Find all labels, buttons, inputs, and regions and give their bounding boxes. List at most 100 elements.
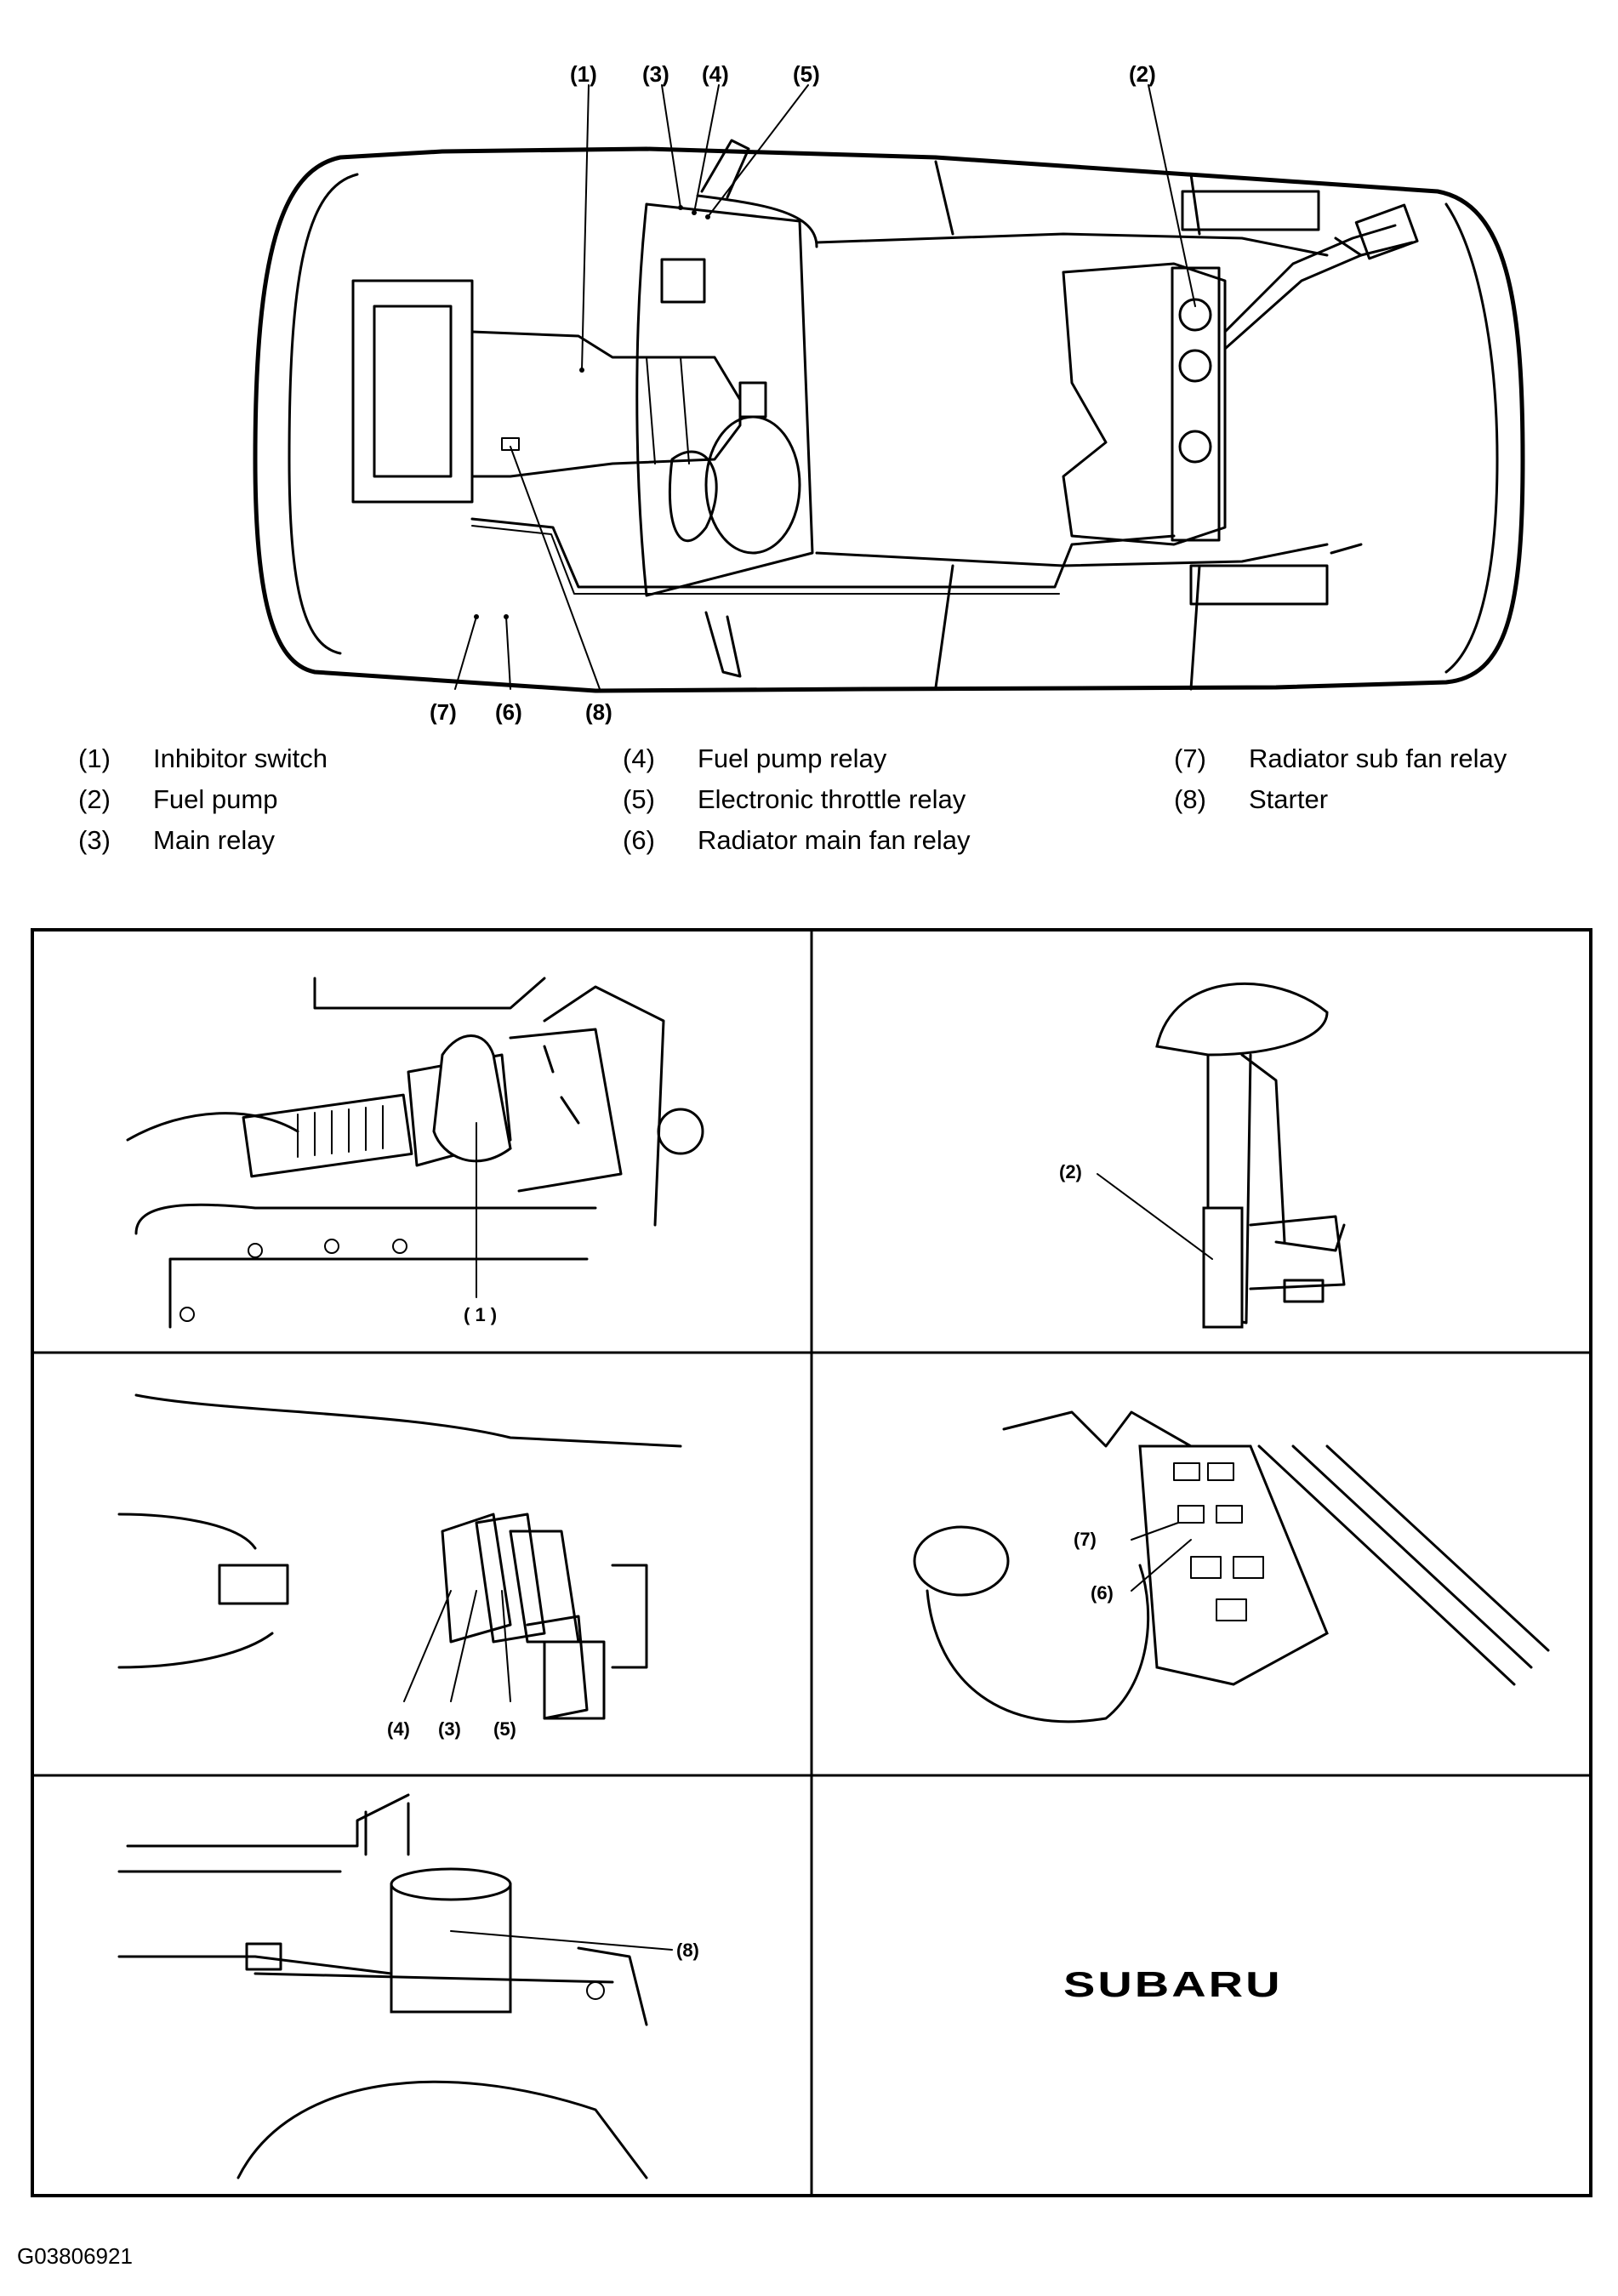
relay-slot-d [1216, 1505, 1243, 1524]
callout-inhibitor: ( 1 ) [464, 1304, 497, 1325]
legend-row: (8) Starter [1174, 779, 1507, 820]
legend-number: (3) [78, 825, 111, 855]
p1-case [509, 1028, 623, 1193]
relay-slot-f [1233, 1556, 1264, 1579]
roof-line-lower [815, 543, 1329, 567]
relay-slot-a [1173, 1462, 1200, 1481]
filler-pipe-2 [1223, 241, 1414, 350]
b-pillar-upper [1189, 173, 1201, 236]
overview-leaders [454, 84, 1196, 690]
leader-5 [707, 84, 809, 218]
legend-label: Fuel pump relay [698, 743, 887, 773]
p3-bottom-curve [117, 1632, 274, 1669]
detail-grid [31, 928, 1592, 2197]
p1-gear [657, 1108, 704, 1155]
relay-slot-b [1207, 1462, 1234, 1481]
leader-starter [450, 1930, 673, 1951]
legend-number: (8) [1174, 784, 1206, 814]
overview-callout-2: (2) [1129, 61, 1156, 87]
subaru-logo: SUBARU [1063, 1963, 1283, 2004]
callout-fan-7: (7) [1074, 1529, 1097, 1550]
overview-callout-3: (3) [642, 61, 669, 87]
inhibitor-switch-body [432, 1034, 512, 1163]
dash-component [660, 258, 706, 304]
p3-box [543, 1640, 606, 1720]
legend-column-2: (4) Fuel pump relay (5) Electronic throttl… [623, 738, 971, 861]
overview-callout-6: (6) [495, 699, 522, 725]
p5-frame-top [126, 1793, 410, 1848]
callout-starter: (8) [676, 1940, 699, 1961]
leader-fuel-pump [1097, 1173, 1213, 1260]
roof-line-upper [815, 232, 1329, 257]
leader-fan-7 [1131, 1522, 1179, 1541]
overview-callout-1: (1) [570, 61, 597, 87]
p3-connector [526, 1615, 589, 1720]
legend-row: (6)Radiator main fan relay [623, 820, 971, 861]
rear-window-frame [1330, 236, 1363, 555]
steering-wheel [704, 415, 801, 555]
leader-1 [581, 84, 590, 371]
legend-number: (1) [78, 743, 111, 773]
leader-relay-5 [501, 1590, 511, 1702]
leader-relay-3 [450, 1590, 477, 1702]
legend-label: Electronic throttle relay [698, 784, 966, 814]
p1-body-top [313, 977, 546, 1010]
overview-callouts: (1) (3) (4) (5) (2) (7) (6) (8) [430, 61, 1156, 725]
rear-window-lower [1189, 564, 1329, 606]
overview-callout-7: (7) [430, 699, 457, 725]
p1-cable-ribs [297, 1105, 384, 1158]
p1-case-detail [543, 1045, 580, 1125]
p3-top-curve [117, 1513, 257, 1550]
p1-bolt-1 [179, 1307, 195, 1322]
p5-mount [577, 1946, 648, 2026]
p5-frame-verticals [364, 1802, 410, 1856]
figure-id: G03806921 [17, 2243, 133, 2269]
relay-fuel-pump [475, 1513, 546, 1644]
legend-label: Fuel pump [153, 784, 278, 814]
leader-6 [505, 616, 511, 690]
fuel-pump-float [1283, 1279, 1325, 1303]
panel-fan-relays: (7) (6) [913, 1410, 1550, 1723]
legend-row: (5) Electronic throttle relay [623, 779, 971, 820]
engine-block [351, 279, 474, 504]
p1-pan-inner [168, 1257, 589, 1329]
legend-column-1: (1)Inhibitor switch (2)Fuel pump (3)Main… [78, 738, 328, 861]
starter-top [390, 1867, 512, 1901]
mirror-upper [700, 139, 750, 199]
overview-callout-5: (5) [793, 61, 820, 87]
p1-bolt-2 [248, 1243, 263, 1258]
fuel-pump-motor [1202, 1206, 1244, 1329]
leader-fan-6 [1131, 1539, 1192, 1592]
panel-relays: (4) (3) (5) [117, 1393, 682, 1740]
legend-number: (4) [623, 743, 655, 773]
leader-4 [693, 84, 720, 214]
legend-row: (3)Main relay [78, 820, 328, 861]
engine-inner [373, 305, 453, 478]
leader-relay-4 [403, 1590, 452, 1702]
fuel-pump-float-arm [1249, 1215, 1346, 1290]
leader-3 [661, 84, 681, 208]
panel-fuel-pump: (2) [1059, 982, 1346, 1329]
p3-body-top [134, 1393, 682, 1448]
callout-fan-6: (6) [1091, 1582, 1114, 1604]
pillar-lower [934, 564, 954, 689]
legend-column-3: (7)Radiator sub fan relay (8)Starter [1174, 738, 1507, 820]
car-overview [253, 139, 1525, 693]
fuel-pump-flange [1155, 982, 1329, 1057]
starter-body [390, 1883, 512, 2014]
fuel-pump-unit [1178, 298, 1212, 332]
legend-label: Starter [1249, 784, 1329, 814]
panel-inhibitor-switch: ( 1 ) [126, 977, 704, 1329]
p1-oil-pan [134, 1203, 597, 1235]
legend-number: (5) [623, 784, 655, 814]
p5-arc-bottom [236, 2080, 648, 2179]
filler-pipe [1223, 224, 1397, 333]
legend-number: (6) [623, 825, 655, 855]
output-shaft [738, 381, 767, 419]
overview-callout-4: (4) [702, 61, 729, 87]
relay-slot-g [1216, 1598, 1247, 1621]
p3-mount-block [218, 1564, 289, 1605]
b-pillar-lower [1189, 564, 1201, 691]
rear-bumper-line [1444, 202, 1499, 674]
